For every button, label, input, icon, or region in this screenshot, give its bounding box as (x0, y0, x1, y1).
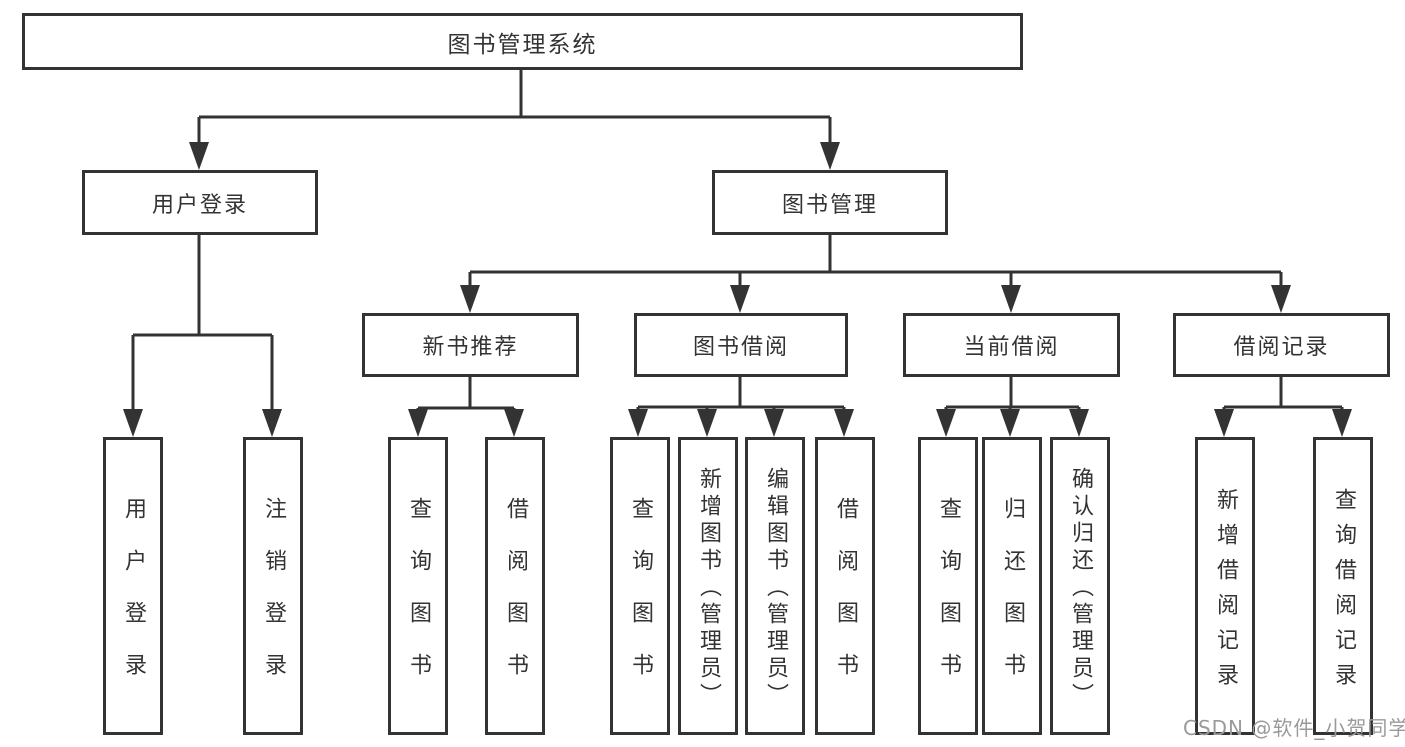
node-book-borrow: 图书借阅 (634, 313, 848, 377)
node-cb-return-books-label: 归还图书 (1000, 497, 1025, 705)
node-current-borrow: 当前借阅 (903, 313, 1120, 377)
node-br-query-record-label: 查询借阅记录 (1331, 487, 1356, 698)
node-bb-query-books-label: 查询图书 (628, 497, 653, 705)
node-book-management: 图书管理 (712, 170, 948, 235)
node-bb-edit-books-admin-label: 编辑图书（管理员） (763, 467, 788, 710)
node-br-query-record: 查询借阅记录 (1313, 437, 1373, 735)
node-book-borrow-label: 图书借阅 (692, 335, 789, 360)
node-rec-query-books-label: 查询图书 (406, 497, 431, 705)
node-user-login-label: 用户登录 (151, 192, 248, 218)
node-root-label: 图书管理系统 (447, 31, 598, 58)
csdn-watermark: CSDN @软件_小贺同学 (1183, 716, 1405, 740)
node-cb-query-books-label: 查询图书 (936, 497, 961, 705)
node-bb-borrow-books: 借阅图书 (815, 437, 875, 735)
node-logout-leaf-label: 注销登录 (261, 497, 286, 705)
node-current-borrow-label: 当前借阅 (963, 335, 1060, 360)
node-user-login: 用户登录 (82, 170, 318, 235)
node-book-management-label: 图书管理 (781, 192, 878, 218)
node-bb-add-books-admin-label: 新增图书（管理员） (696, 467, 721, 710)
node-bb-add-books-admin: 新增图书（管理员） (678, 437, 738, 735)
node-borrow-records: 借阅记录 (1173, 313, 1390, 377)
node-borrow-records-label: 借阅记录 (1233, 335, 1330, 360)
node-cb-confirm-return-admin-label: 确认归还（管理员） (1068, 467, 1093, 710)
node-user-login-leaf: 用户登录 (103, 437, 163, 735)
node-bb-query-books: 查询图书 (610, 437, 670, 735)
node-new-book-recommend: 新书推荐 (362, 313, 579, 377)
node-user-login-leaf-label: 用户登录 (121, 497, 146, 705)
node-rec-borrow-books: 借阅图书 (485, 437, 545, 735)
arrowheads (123, 142, 1352, 437)
node-br-add-record: 新增借阅记录 (1195, 437, 1255, 735)
node-cb-confirm-return-admin: 确认归还（管理员） (1050, 437, 1110, 735)
node-cb-return-books: 归还图书 (982, 437, 1042, 735)
node-bb-edit-books-admin: 编辑图书（管理员） (745, 437, 805, 735)
node-rec-query-books: 查询图书 (388, 437, 448, 735)
node-bb-borrow-books-label: 借阅图书 (833, 497, 858, 705)
node-br-add-record-label: 新增借阅记录 (1213, 487, 1238, 698)
node-rec-borrow-books-label: 借阅图书 (503, 497, 528, 705)
node-root: 图书管理系统 (22, 13, 1023, 70)
node-logout-leaf: 注销登录 (243, 437, 303, 735)
node-new-book-recommend-label: 新书推荐 (422, 335, 519, 360)
node-cb-query-books: 查询图书 (918, 437, 978, 735)
